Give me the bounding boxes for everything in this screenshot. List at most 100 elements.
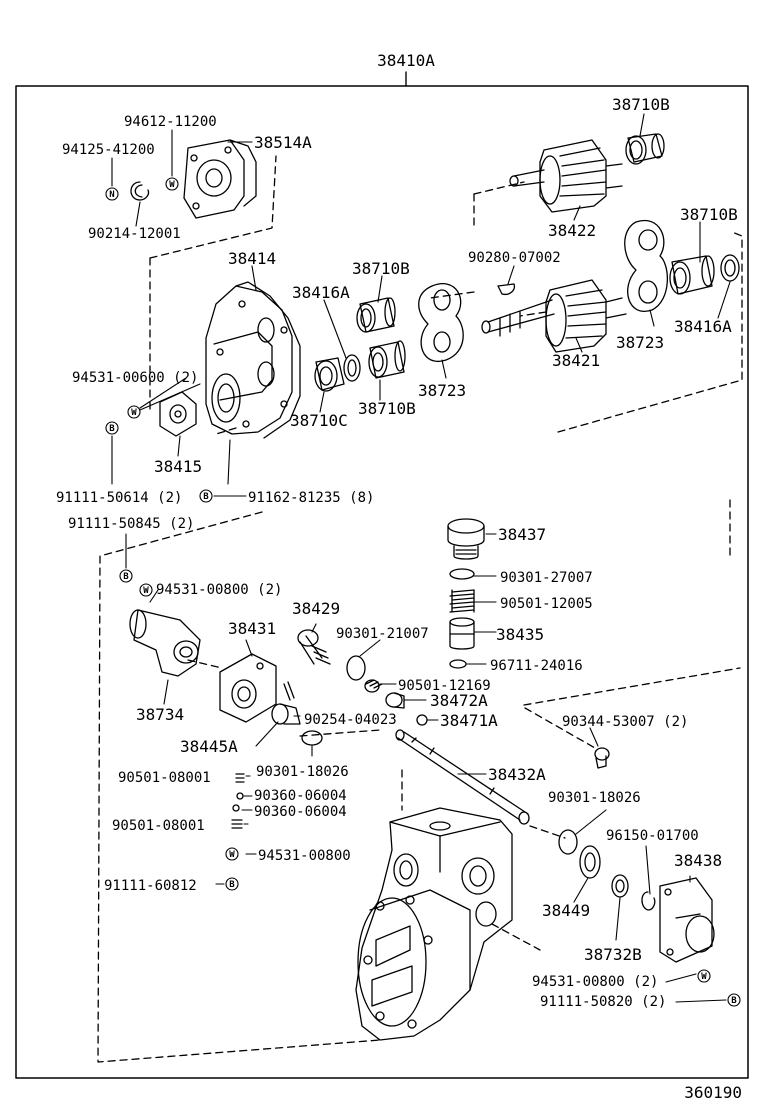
assembly-number: 38410A — [377, 51, 435, 70]
part-label: 94531-00800 (2) — [532, 974, 658, 990]
part-label: 38438 — [674, 851, 722, 870]
part-label: 94612-11200 — [124, 114, 217, 130]
part-label: 38710B — [358, 399, 416, 418]
bolt-icon: B — [727, 993, 741, 1007]
part-label: 38734 — [136, 705, 184, 724]
part-label: 91111-50845 (2) — [68, 516, 194, 532]
part-label: 90344-53007 (2) — [562, 714, 688, 730]
svg-text:B: B — [731, 996, 737, 1006]
part-label: 96150-01700 — [606, 828, 699, 844]
cover-38438 — [659, 877, 715, 963]
part-label: 90501-12169 — [398, 678, 491, 694]
pump-housing-lower — [355, 807, 513, 1041]
part-label: 38710C — [290, 411, 348, 430]
svg-text:W: W — [143, 586, 149, 596]
part-label: 38514A — [254, 133, 312, 152]
part-label: 91111-50820 (2) — [540, 994, 666, 1010]
flange-38431 — [219, 653, 277, 723]
part-label: 38432A — [488, 765, 546, 784]
part-label: 90360-06004 — [254, 788, 347, 804]
part-label: 38732B — [584, 945, 642, 964]
o-ring-90301-21007 — [346, 655, 366, 681]
pump-body-38414 — [205, 281, 301, 439]
svg-text:B: B — [109, 424, 115, 434]
valve-38435 — [449, 617, 475, 650]
bolt-icon: B — [105, 421, 119, 435]
plug-38437 — [447, 518, 485, 560]
part-label: 38415 — [154, 457, 202, 476]
part-label: 94531-00800 — [258, 848, 351, 864]
part-label: 38710B — [352, 259, 410, 278]
part-label: 94125-41200 — [62, 142, 155, 158]
part-label: 38435 — [496, 625, 544, 644]
svg-text:B: B — [203, 492, 209, 502]
snap-ring-90214 — [130, 181, 150, 201]
part-label: 38416A — [674, 317, 732, 336]
svg-text:W: W — [701, 972, 707, 982]
small-parts-left — [231, 773, 245, 829]
gear-38422 — [509, 139, 623, 213]
part-label: 94531-00800 (2) — [156, 582, 282, 598]
dashed-boundaries — [97, 155, 743, 1063]
bushing-38710b-a — [625, 133, 665, 165]
part-label: 90280-07002 — [468, 250, 561, 266]
svg-text:N: N — [109, 190, 114, 200]
wheel-plate-38723-left — [418, 283, 464, 363]
part-label: 38449 — [542, 901, 590, 920]
figure-number: 360190 — [684, 1083, 742, 1102]
key-90280 — [497, 283, 516, 296]
part-label: 38445A — [180, 737, 238, 756]
svg-text:W: W — [229, 850, 235, 860]
part-label: 38710B — [680, 205, 738, 224]
washer-icon: W — [697, 969, 711, 983]
part-label: 38416A — [292, 283, 350, 302]
nut-icon: N — [105, 187, 119, 201]
spring-90501-12169 — [364, 679, 383, 693]
part-label: 91111-50614 (2) — [56, 490, 182, 506]
part-label: 90301-21007 — [336, 626, 429, 642]
part-label: 91162-81235 (8) — [248, 490, 374, 506]
part-label: 90254-04023 — [304, 712, 397, 728]
svg-text:W: W — [131, 408, 137, 418]
seal-38416a-right — [720, 254, 740, 282]
washer-icon: W — [165, 177, 179, 191]
part-label: 38723 — [418, 381, 466, 400]
part-label: 90501-12005 — [500, 596, 593, 612]
assembly-frame — [15, 85, 749, 1079]
part-label: 90214-12001 — [88, 226, 181, 242]
part-label: 94531-00600 (2) — [72, 370, 198, 386]
part-label: 38422 — [548, 221, 596, 240]
part-label: 90301-18026 — [548, 790, 641, 806]
part-label: 90501-08001 — [112, 818, 205, 834]
part-label: 90301-18026 — [256, 764, 349, 780]
part-label: 96711-24016 — [490, 658, 583, 674]
part-label: 90301-27007 — [500, 570, 593, 586]
washer-icon: W — [139, 583, 153, 597]
o-ring-90301-27007 — [449, 568, 475, 580]
screw-90344 — [594, 747, 610, 769]
snap-ring-96150 — [641, 891, 656, 911]
wheel-plate-38723-right — [624, 219, 669, 312]
svg-text:B: B — [229, 880, 235, 890]
part-label: 90360-06004 — [254, 804, 347, 820]
seal-38449 — [579, 845, 601, 879]
washer-icon: W — [127, 405, 141, 419]
ring-96711 — [449, 659, 467, 669]
part-label: 38421 — [552, 351, 600, 370]
o-ring-90301-18026-right — [558, 829, 578, 855]
bushing-38710b-d — [368, 340, 406, 379]
svg-text:B: B — [123, 572, 129, 582]
elbow-38734 — [129, 609, 201, 677]
bolt-icon: B — [225, 877, 239, 891]
seal-38416a-left — [343, 354, 361, 382]
bushing-38710b-c — [356, 297, 396, 333]
part-labels: 38410A 94612-11200 94125-41200 38514A 90… — [56, 51, 742, 1102]
part-label: 38723 — [616, 333, 664, 352]
bolt-icon: B — [199, 489, 213, 503]
cover-38514a — [183, 139, 257, 219]
spring-90501-12005 — [449, 589, 475, 613]
part-label: 38429 — [292, 599, 340, 618]
screw-38429 — [297, 629, 331, 665]
part-label: 91111-60812 — [104, 878, 197, 894]
